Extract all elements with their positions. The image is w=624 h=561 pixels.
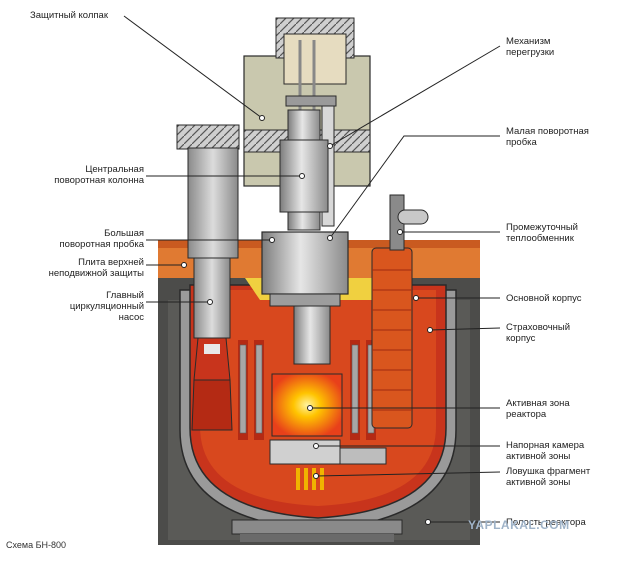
leader-protective-cap xyxy=(123,15,263,119)
leader-refueling xyxy=(329,45,501,147)
vessel-support xyxy=(231,519,403,542)
core-pressure-chamber-shape xyxy=(269,439,341,465)
central-column-shape xyxy=(293,305,331,365)
large-rotating-plug-shape xyxy=(261,231,349,307)
core-debris-catcher-shape xyxy=(296,468,324,490)
leader-small-plug xyxy=(329,135,500,239)
leader-lines xyxy=(123,15,501,523)
leader-debris-catcher xyxy=(315,471,501,477)
pressure-chamber-extension xyxy=(339,447,387,465)
watermark: YAPLAKAL.COM xyxy=(468,518,570,532)
label-protective-cap: Защитный колпак xyxy=(30,10,108,21)
diagram-caption: Схема БН-800 xyxy=(6,540,67,550)
heat-exchanger-shape xyxy=(371,194,429,429)
reactor-core-shape xyxy=(271,373,343,437)
label-reactor-shaft: Полость реактора xyxy=(506,517,586,528)
label-main-vessel: Основной корпус xyxy=(506,293,582,304)
leader-guard-vessel xyxy=(429,327,501,331)
leader-dots xyxy=(181,115,433,525)
grey-rods xyxy=(239,344,375,434)
